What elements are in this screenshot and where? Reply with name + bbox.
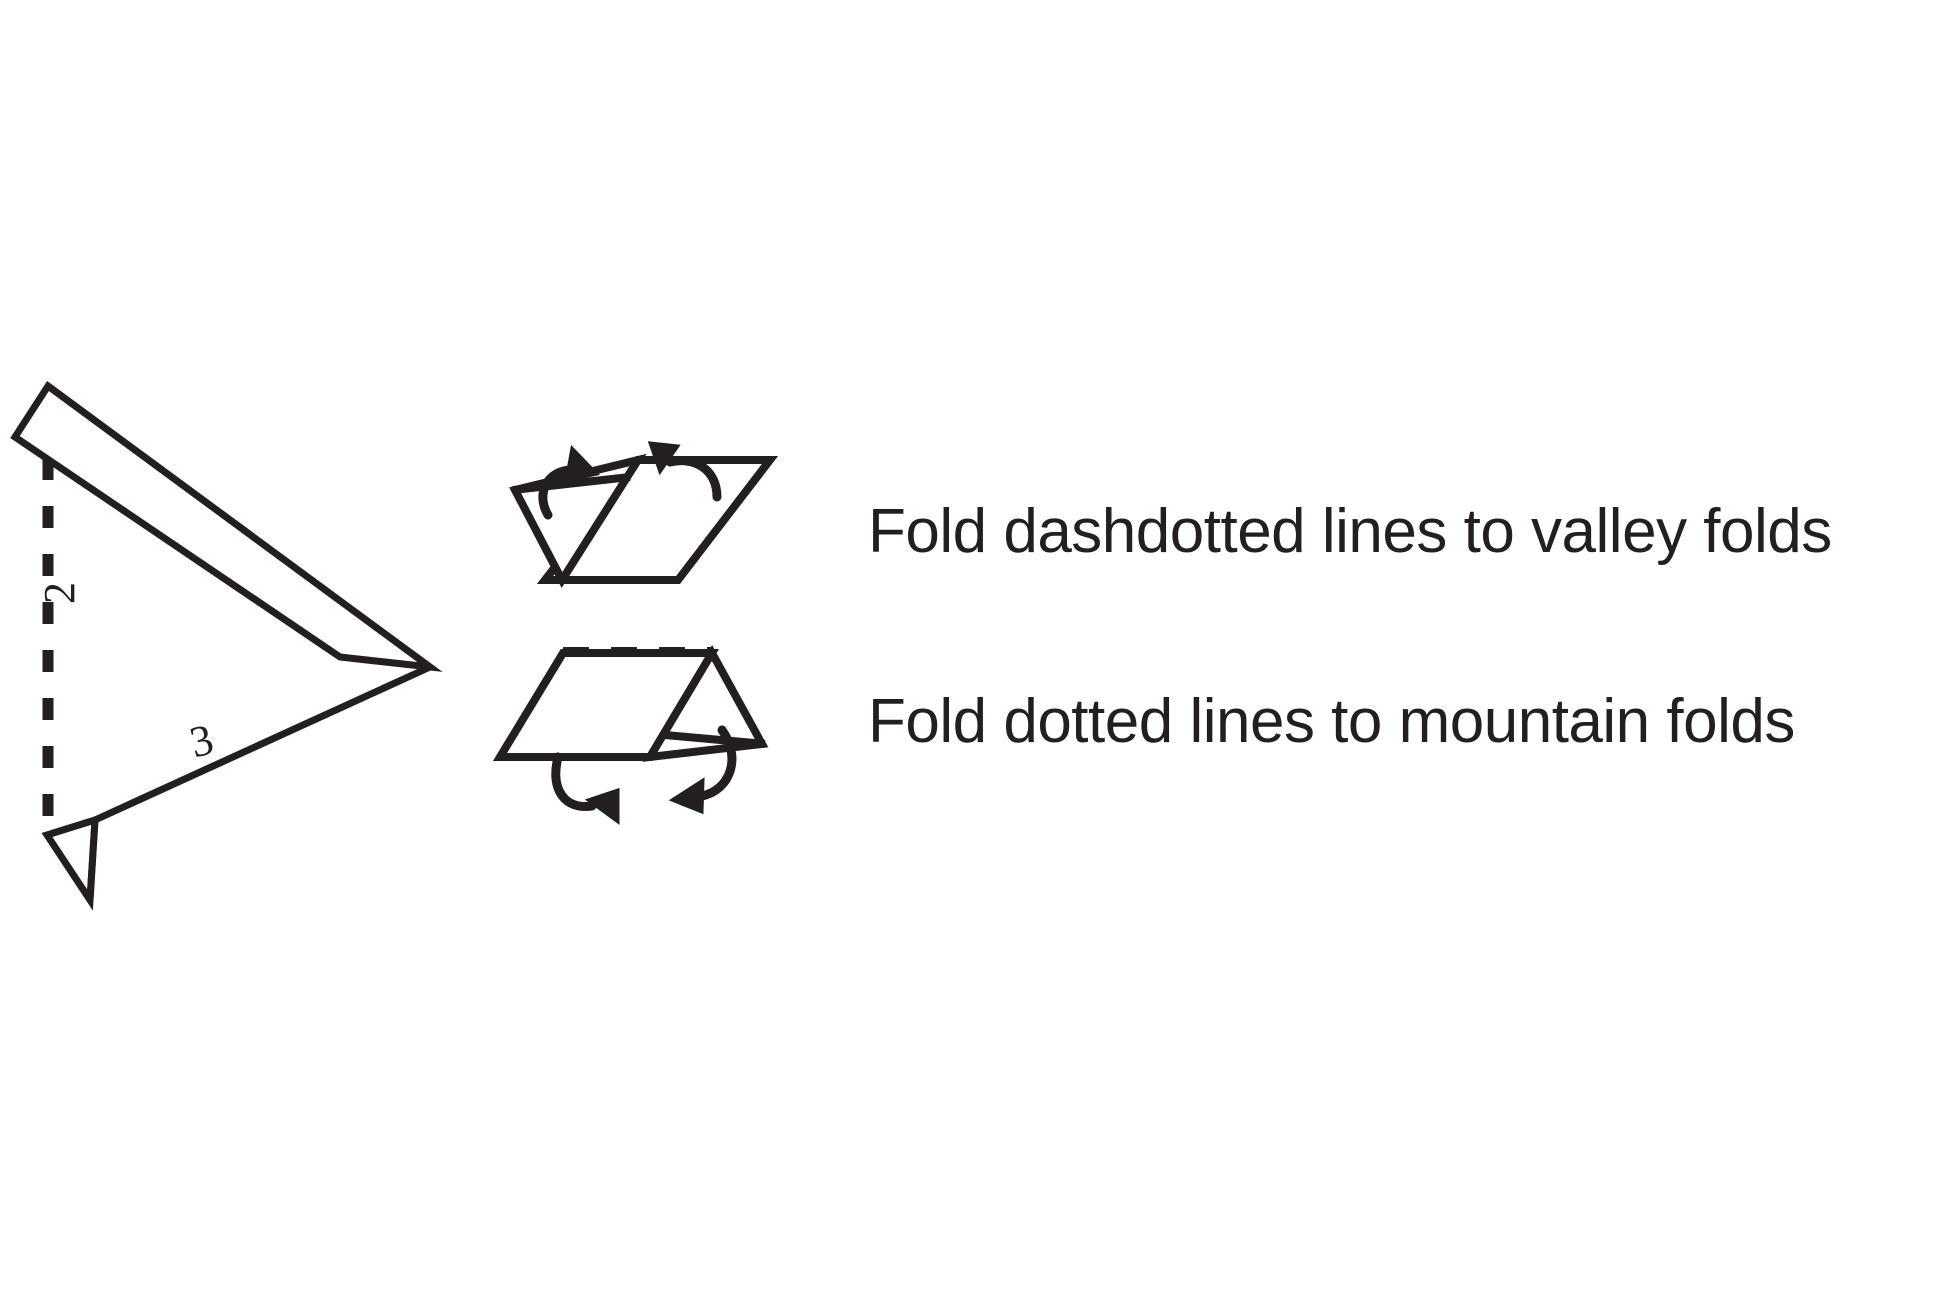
mountain-icon-arrow-right-curve xyxy=(697,725,737,801)
step-label-2: 2 xyxy=(35,582,84,604)
upper-flap-shape xyxy=(10,380,443,672)
mountain-icon-flap-edge xyxy=(664,731,766,748)
valley-icon-arrow-right-curve xyxy=(665,456,722,502)
mountain-fold-legend-label: Fold dotted lines to mountain folds xyxy=(868,687,1795,756)
valley-fold-legend-label: Fold dashdotted lines to valley folds xyxy=(868,497,1832,566)
mountain-fold-icon xyxy=(492,644,769,825)
mountain-icon-right-panel xyxy=(642,644,769,762)
mountain-icon-arrow-right-head xyxy=(668,777,705,815)
bottom-triangle-inner-edge xyxy=(86,819,99,901)
valley-icon-arrow-right-head xyxy=(647,441,681,476)
valley-icon-flap-edge xyxy=(512,473,631,494)
valley-fold-icon xyxy=(509,441,779,589)
main-origami-model: 2 3 xyxy=(10,380,443,911)
valley-icon-arrow-left-curve xyxy=(538,465,577,520)
lower-edge-line xyxy=(91,663,434,824)
mountain-icon-arrow-left-head xyxy=(584,787,620,825)
valley-icon-arrow-left-head xyxy=(564,444,600,483)
mountain-icon-arrow-left-curve xyxy=(551,752,597,811)
